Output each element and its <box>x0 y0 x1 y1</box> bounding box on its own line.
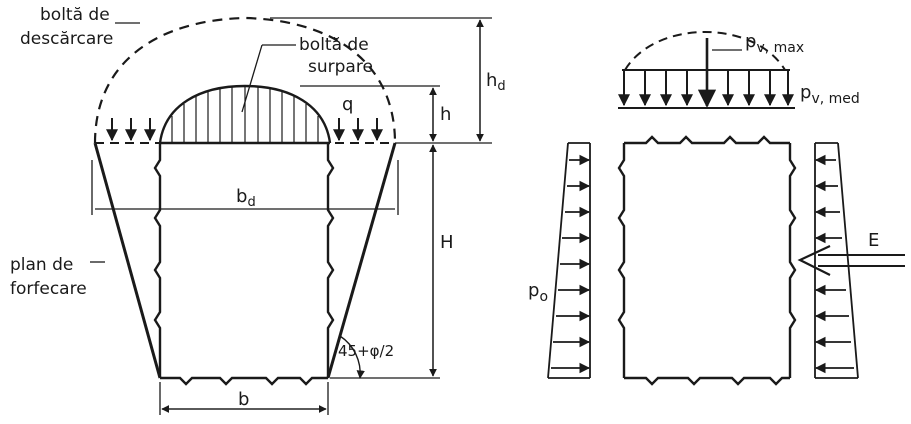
label-h: h <box>440 104 451 125</box>
resultant-force-E <box>797 245 905 276</box>
angle-arc <box>339 335 365 379</box>
q-load-arrows-left <box>106 118 156 142</box>
label-pv-max: pv, max <box>745 31 804 56</box>
collapse-arch-hatch <box>171 86 319 143</box>
label-bolta-surpare-2: surpare <box>308 57 373 77</box>
shear-plane-right <box>326 142 397 379</box>
leader-lines <box>90 22 296 263</box>
right-diagram <box>547 30 905 386</box>
label-bolta-surpare-1: boltă de <box>299 35 369 55</box>
right-dashed-arch <box>624 30 786 71</box>
label-p0: po <box>528 280 548 305</box>
label-plan-forfecare-2: forfecare <box>10 279 87 299</box>
label-bolta-descarcare-2: descărcare <box>20 29 113 49</box>
label-bd: bd <box>236 186 256 210</box>
label-angle: 45+φ/2 <box>338 342 394 360</box>
label-pv-med: pv, med <box>800 82 860 107</box>
left-lateral-pressure <box>547 142 591 379</box>
discharge-arch <box>93 16 397 144</box>
vertical-load-block <box>618 38 795 109</box>
label-E: E <box>868 230 879 251</box>
b-dimension <box>159 382 329 415</box>
label-bolta-descarcare-1: boltă de <box>40 5 110 25</box>
excavation-rectangle <box>153 141 335 386</box>
label-plan-forfecare-1: plan de <box>10 255 73 275</box>
label-q: q <box>342 94 353 115</box>
height-dimensions <box>270 17 492 379</box>
right-lateral-pressure <box>814 142 859 379</box>
right-labels: pv, max pv, med po E <box>528 31 879 305</box>
label-H: H <box>440 232 454 253</box>
label-hd: hd <box>486 70 506 94</box>
right-excavation-rectangle <box>617 135 797 386</box>
left-diagram <box>90 16 492 415</box>
shear-plane-left <box>93 142 162 379</box>
left-labels: boltă de descărcare boltă de surpare q h… <box>10 5 506 410</box>
q-load-arrows-right <box>333 118 383 142</box>
label-b: b <box>238 389 249 410</box>
bd-dimension <box>91 160 399 215</box>
